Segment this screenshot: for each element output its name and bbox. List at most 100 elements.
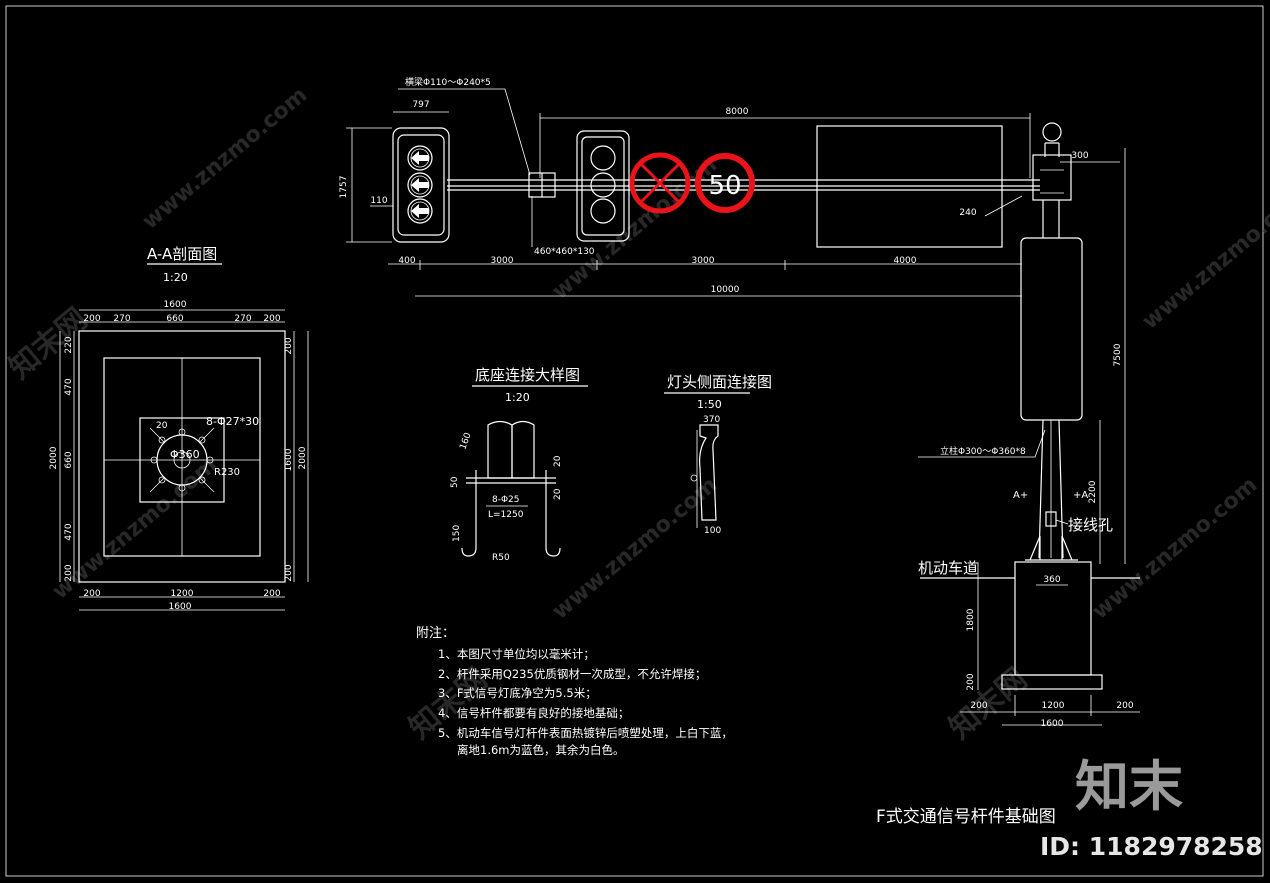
section-radius: R230	[214, 467, 240, 478]
note-item-5-cont: 离地1.6m为蓝色，其余为白色。	[457, 743, 625, 757]
dim-3000-b: 3000	[692, 256, 715, 266]
dim-pole-360: 360	[1043, 575, 1060, 585]
base-bolt-length: L=1250	[488, 510, 524, 520]
section-bottom-total: 1600	[169, 602, 192, 612]
base-detail-scale: 1:20	[505, 391, 530, 404]
base-bolt-spec: 8-Φ25	[492, 495, 520, 505]
base-dim-50: 50	[450, 476, 460, 488]
note-item-1: 1、本图尺寸单位均以毫米计；	[438, 647, 595, 661]
section-right-seg-3: 200	[284, 564, 294, 581]
no-stopping-sign	[629, 152, 691, 214]
drawing-border	[5, 5, 1264, 877]
note-item-2: 2、杆件采用Q235优质钢材一次成型，不允许焊接；	[438, 667, 706, 681]
section-bottom-seg-1: 200	[83, 589, 100, 599]
section-top-seg-4: 270	[234, 314, 251, 324]
base-dim-20-b: 20	[553, 488, 563, 500]
dim-found-200-l: 200	[970, 701, 987, 711]
note-item-4: 4、信号杆件都要有良好的接地基础；	[438, 706, 629, 720]
notes-block: 附注： 1、本图尺寸单位均以毫米计； 2、杆件采用Q235优质钢材一次成型，不允…	[416, 626, 733, 757]
section-bottom-seg-3: 200	[263, 589, 280, 599]
base-detail-view: 底座连接大样图 1:20 8-Φ25 L=1250 160 50 20 20 1…	[450, 366, 588, 563]
section-bottom-seg-2: 1200	[171, 589, 194, 599]
speed-limit-value: 50	[708, 171, 741, 201]
section-aa-view: A-A剖面图 1:20 8-Φ27*30 Φ360 R230 20 1600 2…	[49, 245, 309, 612]
section-left-total: 2000	[49, 446, 59, 469]
base-radius: R50	[492, 553, 510, 563]
sign-board	[816, 125, 1003, 248]
dim-10000: 10000	[711, 285, 740, 295]
crossbeam-spec-label: 横梁Φ110～Φ240*5	[405, 76, 491, 88]
section-diameter: Φ360	[170, 448, 200, 461]
pole-sleeve	[1020, 237, 1083, 421]
section-left-seg-5: 200	[64, 564, 74, 581]
dim-found-200-r: 200	[1116, 701, 1133, 711]
section-top-seg-3: 660	[166, 314, 183, 324]
base-dim-150: 150	[452, 525, 462, 542]
section-outer-pad	[78, 330, 286, 583]
wiring-hole-label: 接线孔	[1068, 516, 1113, 534]
section-top-seg-2: 270	[113, 314, 130, 324]
dim-1800: 1800	[966, 608, 976, 631]
section-right-seg-1: 200	[284, 337, 294, 354]
elevation-view: 50	[339, 76, 1140, 729]
watermark-cn-3: 知末网	[943, 661, 1034, 746]
dim-1757: 1757	[339, 176, 349, 199]
watermark-site-6: www.znzmo.com	[1138, 183, 1270, 335]
arrow-signal-head	[392, 127, 450, 243]
elevation-dimensions: 8000 400 3000 3000 4000 10000 797 1757 1…	[339, 100, 1140, 729]
watermark-site-3: www.znzmo.com	[548, 473, 722, 625]
base-detail-title: 底座连接大样图	[475, 366, 580, 384]
dim-8000: 8000	[726, 107, 749, 117]
signal-box-spec-label: 460*460*130	[534, 247, 595, 257]
dim-110: 110	[370, 196, 387, 206]
lamp-side-dim-370: 370	[703, 415, 720, 425]
section-left-seg-4: 470	[64, 523, 74, 540]
lamp-side-view: 灯头侧面连接图 1:50 370 100	[664, 373, 772, 536]
post-spec-label: 立柱Φ300～Φ360*8	[940, 445, 1026, 457]
dim-4000: 4000	[894, 256, 917, 266]
lamp-side-scale: 1:50	[697, 398, 722, 411]
dim-300: 300	[1071, 151, 1088, 161]
note-item-5: 5、机动车信号灯杆件表面热镀锌后喷塑处理，上白下蓝，	[438, 726, 733, 740]
section-left-seg-1: 220	[64, 336, 74, 353]
section-aa-dimensions: 1600 200 270 660 270 200 2000 220 470 66…	[49, 300, 309, 612]
section-left-seg-2: 470	[64, 378, 74, 395]
section-top-seg-1: 200	[83, 314, 100, 324]
section-right-seg-2: 1600	[284, 448, 294, 471]
base-dim-160: 160	[458, 431, 473, 451]
section-aa-title: A-A剖面图	[147, 245, 217, 263]
watermark-site-1: www.znzmo.com	[138, 83, 312, 235]
section-offset-20: 20	[156, 421, 168, 431]
arrow-signal-lamps	[407, 145, 433, 224]
base-dim-20-a: 20	[553, 455, 563, 467]
pole-shaft	[1038, 200, 1064, 559]
dim-3000-a: 3000	[491, 256, 514, 266]
section-marker-left: A+	[1013, 490, 1028, 501]
watermark-layer: www.znzmo.com www.znzmo.com www.znzmo.co…	[3, 83, 1270, 747]
dim-2200: 2200	[1088, 480, 1098, 503]
note-item-3: 3、F式信号灯底净空为5.5米；	[438, 686, 597, 700]
foundation-base	[1001, 674, 1103, 690]
section-bolt-holes	[149, 427, 215, 493]
section-top-seg-5: 200	[263, 314, 280, 324]
main-title: F式交通信号杆件基础图	[876, 807, 1056, 827]
brand-watermark: 知末	[1075, 755, 1183, 818]
dim-7500: 7500	[1113, 343, 1123, 366]
round-signal-head	[576, 130, 630, 242]
pole-cap	[1042, 122, 1062, 142]
wiring-hole	[1045, 511, 1057, 527]
dim-found-1200: 1200	[1042, 701, 1065, 711]
dim-200-v: 200	[966, 673, 976, 690]
dim-found-1600: 1600	[1041, 719, 1064, 729]
section-left-seg-3: 660	[64, 451, 74, 468]
dim-797: 797	[412, 100, 429, 110]
notes-heading: 附注：	[416, 626, 455, 641]
section-top-total: 1600	[164, 300, 187, 310]
watermark-cn-1: 知末网	[3, 301, 94, 386]
dim-400: 400	[398, 256, 415, 266]
id-watermark: ID: 1182978258	[1040, 832, 1263, 861]
lane-label: 机动车道	[918, 559, 978, 577]
section-bolt-spec: 8-Φ27*30	[206, 415, 259, 428]
section-right-total: 2000	[298, 446, 308, 469]
